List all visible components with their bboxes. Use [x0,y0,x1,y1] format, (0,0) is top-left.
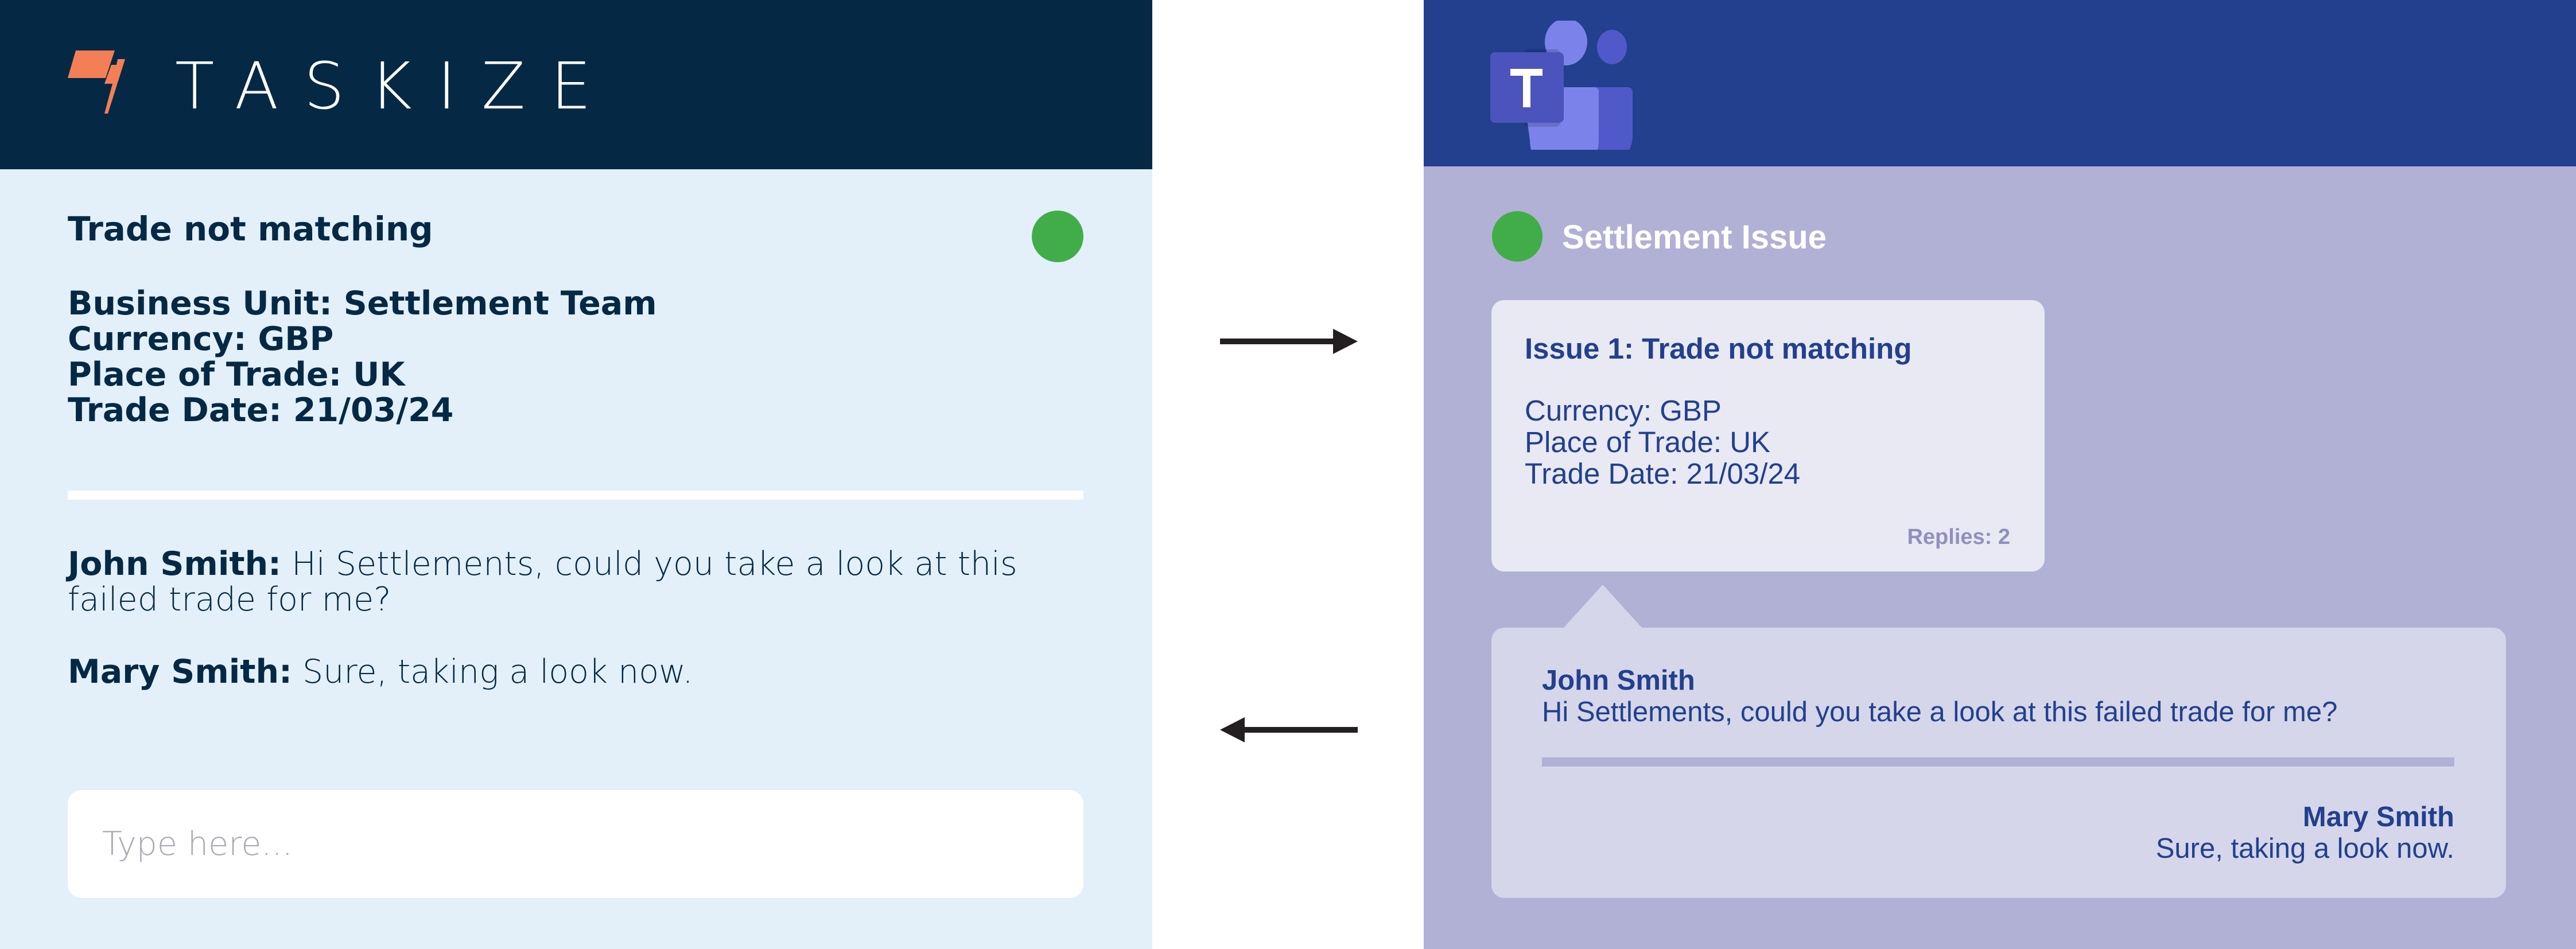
reply-text: Hi Settlements, could you take a look at… [1542,697,2338,728]
reply-author: Mary Smith [2302,802,2454,833]
message-input[interactable] [68,790,1083,898]
detail-currency: Currency: GBP [68,320,334,358]
message-author: Mary Smith: [68,653,292,691]
detail-trade-date: Trade Date: 21/03/24 [1525,457,1801,490]
issue-card-title: Issue 1: Trade not matching [1525,332,1912,365]
reply-author: John Smith [1542,665,1695,696]
taskize-header [0,0,1152,169]
detail-business-unit: Business Unit: Settlement Team [68,285,657,322]
message-text: Hi Settlements, could you take a look at… [68,545,1017,619]
taskize-wordmark: TASKIZE [175,49,617,124]
detail-place-of-trade: Place of Trade: UK [68,356,405,394]
taskize-flag-icon [68,50,125,114]
replies-count[interactable]: Replies: 2 [1907,525,2010,549]
query-details: Business Unit: Settlement Team Currency:… [68,286,657,428]
status-dot [1032,211,1083,262]
reply-text: Sure, taking a look now. [2155,833,2454,864]
detail-trade-date: Trade Date: 21/03/24 [68,391,454,429]
microsoft-teams-icon [1490,21,1633,150]
arrow-right-icon [1220,329,1358,354]
issue-card-details: Currency: GBP Place of Trade: UK Trade D… [1525,395,1800,489]
detail-place-of-trade: Place of Trade: UK [1525,426,1771,458]
issue-card[interactable] [1491,300,2045,571]
arrow-left-icon [1220,717,1358,742]
chat-message: Mary Smith: Sure, taking a look now. [68,654,1043,690]
divider [68,491,1083,500]
message-author: John Smith: [68,545,281,583]
message-text: Sure, taking a look now. [292,653,693,691]
thread-pointer [1563,585,1642,628]
detail-currency: Currency: GBP [1525,394,1722,427]
status-dot [1492,211,1543,262]
query-title: Trade not matching [68,209,433,248]
channel-title: Settlement Issue [1562,219,1827,256]
divider [1542,757,2454,767]
chat-message: John Smith: Hi Settlements, could you ta… [68,546,1043,617]
